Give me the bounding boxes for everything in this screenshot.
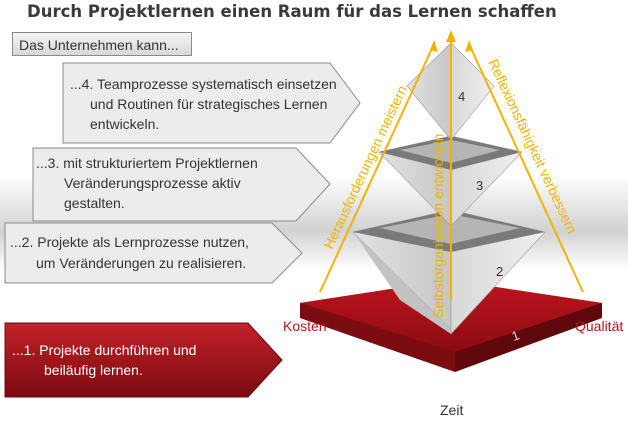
step-4-line-2: und Routinen für strategisches Lernen — [90, 96, 328, 112]
zeit-label: Zeit — [440, 402, 464, 418]
pyramid-level-4-label: 4 — [458, 89, 465, 104]
step-4-arrow: ...4. Teamprozesse systematisch einsetze… — [62, 62, 362, 144]
step-3-line-2: Veränderungsprozesse aktiv — [64, 175, 241, 191]
qualitaet-label: Qualität — [575, 318, 624, 334]
step-3-arrow-shape — [32, 147, 331, 222]
step-1-arrow: ...1. Projekte durchführen und beiläufig… — [4, 322, 284, 398]
step-2-arrow-shape — [4, 222, 303, 284]
kosten-label: Kosten — [283, 318, 327, 334]
center-arrowhead-icon — [446, 30, 456, 42]
pyramid-level-2 — [352, 209, 546, 335]
step-2-line-2: um Veränderungen zu realisieren. — [36, 255, 247, 271]
step-3-arrow: ...3. mit strukturiertem Projektlernen V… — [32, 147, 332, 222]
step-3-line-1: ...3. mit strukturiertem Projektlernen — [36, 155, 258, 171]
pyramid-level-1-label: 1 — [510, 327, 522, 344]
step-1-arrow-shape — [4, 322, 283, 398]
left-axis-arrow — [319, 43, 435, 293]
center-axis-label: Selbstorganisation entwickeln — [430, 134, 446, 318]
right-axis-label: Reflexionsfähigkeit verbessern — [485, 57, 580, 237]
step-2-line-1: ...2. Projekte als Lernprozesse nutzen, — [10, 234, 249, 250]
right-arrowhead-icon — [465, 40, 473, 52]
step-4-line-3: entwickeln. — [90, 116, 160, 132]
pyramid-level-3-label: 3 — [476, 178, 483, 193]
left-arrowhead-icon — [430, 40, 438, 52]
intro-box: Das Unternehmen kann... — [12, 32, 192, 56]
axis-arrows — [319, 34, 584, 300]
step-2-arrow: ...2. Projekte als Lernprozesse nutzen, … — [4, 222, 304, 284]
right-axis-arrow — [468, 43, 584, 293]
step-4-arrow-shape — [62, 62, 361, 144]
step-1-line-1: ...1. Projekte durchführen und — [12, 342, 197, 358]
step-1-line-2: beiläufig lernen. — [44, 362, 143, 378]
pyramid-level-2-label: 2 — [496, 264, 503, 279]
step-4-line-1: ...4. Teamprozesse systematisch einsetze… — [70, 76, 337, 92]
page-title: Durch Projektlernen einen Raum für das L… — [27, 2, 557, 21]
step-3-line-3: gestalten. — [64, 195, 125, 211]
